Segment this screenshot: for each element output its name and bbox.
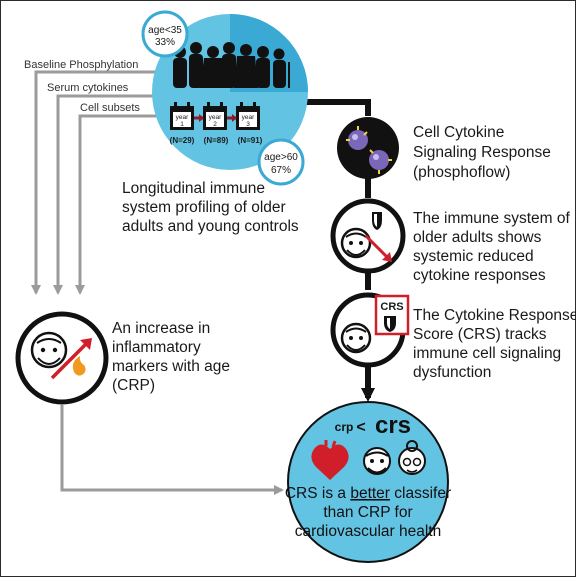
result-crp: crp [335, 420, 354, 434]
phosphoflow-line-2: Signaling Response [413, 144, 551, 161]
year-3-n: (N=91) [238, 136, 263, 145]
reduced-line-3: systemic reduced [413, 248, 534, 265]
result-line-1: CRS is a better classifer [285, 485, 451, 502]
crp-elderly-icon [15, 311, 109, 405]
cohort-desc-line-1: Longitudinal immune [122, 180, 265, 197]
crs-badge-label: CRS [380, 301, 403, 313]
reduced-line-2: older adults shows [413, 229, 542, 246]
reduced-line-1: The immune system of [413, 210, 570, 227]
year-3-label: year [242, 114, 255, 121]
reduced-line-4: cytokine responses [413, 267, 546, 284]
cohort-desc-line-3: adults and young controls [122, 218, 299, 235]
age-old-badge [257, 138, 305, 186]
calendar-year-1-icon [170, 102, 194, 130]
year-2-n: (N=89) [204, 136, 229, 145]
crp-line-3: markers with age [112, 358, 230, 375]
year-1-number: 1 [180, 121, 184, 128]
crs-score-line-2: Score (CRS) tracks [413, 326, 547, 343]
result-line-3: cardiovascular health [295, 523, 441, 540]
crs-badge-icon [374, 294, 410, 336]
age-old-label: age>60 [264, 152, 298, 163]
crp-line-4: (CRP) [112, 377, 155, 394]
elderly-man-icon [363, 447, 391, 475]
label-serum-cytokines: Serum cytokines [47, 82, 129, 94]
crs-score-line-3: immune cell signaling [413, 345, 561, 362]
calendar-year-2-icon [203, 102, 227, 130]
year-2-number: 2 [213, 121, 217, 128]
result-crs: crs [375, 412, 411, 439]
year-1-n: (N=29) [170, 136, 195, 145]
phosphoflow-line-3: (phosphoflow) [413, 164, 510, 181]
phosphoflow-line-1: Cell Cytokine [413, 124, 504, 141]
crp-line-1: An increase in [112, 320, 210, 337]
age-young-label: age<35 [148, 25, 182, 36]
elderly-reduced-response-icon [330, 198, 406, 274]
calendar-year-3-icon [236, 102, 260, 130]
label-cell-subsets: Cell subsets [80, 102, 140, 114]
main-flow-path [290, 99, 375, 402]
people-icon [173, 42, 290, 88]
label-baseline-phosphorylation: Baseline Phosphylation [24, 59, 138, 71]
cohort-desc-line-2: system profiling of older [122, 199, 286, 216]
age-old-pct: 67% [271, 165, 291, 176]
age-young-badge [141, 10, 189, 58]
crp-line-2: inflammatory [112, 339, 201, 356]
year-3-number: 3 [246, 121, 250, 128]
heart-icon [311, 440, 349, 480]
crs-score-line-4: dysfunction [413, 364, 491, 381]
year-2-label: year [209, 114, 222, 121]
phosphoflow-cells-icon [337, 117, 399, 179]
result-line-2: than CRP for [323, 504, 412, 521]
elderly-woman-icon [398, 440, 426, 475]
age-young-pct: 33% [155, 37, 175, 48]
year-1-label: year [176, 114, 189, 121]
crs-score-line-1: The Cytokine Response [413, 307, 576, 324]
input-lines [31, 70, 284, 495]
year-calendars [170, 102, 260, 130]
result-less-than: < [356, 419, 365, 436]
